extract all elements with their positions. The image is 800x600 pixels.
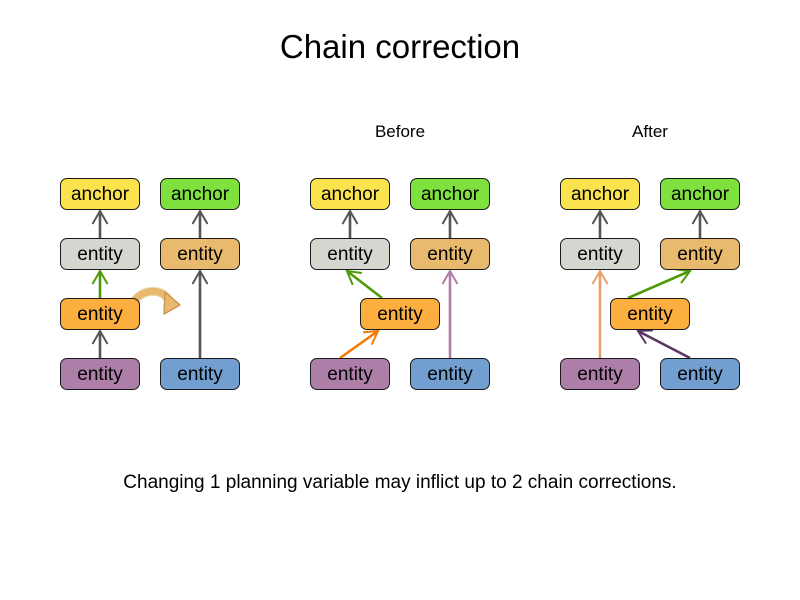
group-after-edges	[591, 208, 709, 360]
edge-tan-to-green-anchor	[441, 208, 459, 238]
arrowhead-icon	[441, 208, 459, 225]
node-label: entity	[177, 243, 223, 265]
node-label: anchor	[570, 183, 630, 205]
node-label: entity	[427, 243, 473, 265]
edge-grey-to-yellow-anchor	[91, 208, 109, 238]
edge-orange-to-grey	[91, 268, 109, 298]
group-before-entity-tan[interactable]: entity	[410, 238, 490, 270]
edge-orange-to-grey	[345, 269, 383, 300]
arrowhead-icon	[591, 268, 609, 285]
edge-grey-to-yellow-anchor	[591, 208, 609, 238]
edge-purple-to-orange	[91, 328, 109, 358]
arrowhead-icon	[91, 268, 109, 285]
edge-purple-to-grey	[591, 268, 609, 358]
node-label: entity	[677, 243, 723, 265]
node-label: anchor	[420, 183, 480, 205]
node-label: entity	[427, 363, 473, 385]
group-initial-edges	[91, 208, 209, 358]
group-before-entity-grey[interactable]: entity	[310, 238, 390, 270]
group-before-entity-purple[interactable]: entity	[310, 358, 390, 390]
node-label: anchor	[70, 183, 130, 205]
group-after-entity-blue[interactable]: entity	[660, 358, 740, 390]
group-after-anchor-green[interactable]: anchor	[660, 178, 740, 210]
group-initial-entity-grey[interactable]: entity	[60, 238, 140, 270]
arrowhead-icon	[163, 291, 181, 315]
arrowhead-icon	[345, 269, 363, 286]
node-label: entity	[677, 363, 723, 385]
group-after-entity-grey[interactable]: entity	[560, 238, 640, 270]
node-label: anchor	[170, 183, 230, 205]
group-before-entity-orange[interactable]: entity	[360, 298, 440, 330]
node-label: entity	[627, 303, 673, 325]
edge-tan-to-green-anchor	[191, 208, 209, 238]
edge-tan-to-green-anchor	[691, 208, 709, 238]
group-before-label: Before	[374, 122, 426, 141]
node-label: entity	[577, 363, 623, 385]
group-initial-entity-orange[interactable]: entity	[60, 298, 140, 330]
arrowhead-icon	[91, 208, 109, 225]
node-label: entity	[327, 363, 373, 385]
arrowhead-icon	[91, 328, 109, 345]
edge-orange-to-tan	[627, 268, 692, 300]
arrowhead-icon	[591, 208, 609, 225]
node-label: entity	[77, 303, 123, 325]
group-before-anchor-green[interactable]: anchor	[410, 178, 490, 210]
node-label: entity	[377, 303, 423, 325]
arrowhead-icon	[362, 329, 380, 346]
group-after-label: After	[632, 122, 668, 141]
group-initial-anchor-yellow[interactable]: anchor	[60, 178, 140, 210]
group-before-anchor-yellow[interactable]: anchor	[310, 178, 390, 210]
node-label: entity	[77, 243, 123, 265]
edge-blue-to-tan	[191, 268, 209, 358]
caption-text: Changing 1 planning variable may inflict…	[123, 472, 677, 493]
arrowhead-icon	[441, 268, 459, 285]
group-after-entity-purple[interactable]: entity	[560, 358, 640, 390]
arrowhead-icon	[191, 268, 209, 285]
group-before-entity-blue[interactable]: entity	[410, 358, 490, 390]
group-after-entity-orange[interactable]: entity	[610, 298, 690, 330]
node-label: anchor	[320, 183, 380, 205]
node-label: anchor	[670, 183, 730, 205]
arrowhead-icon	[191, 208, 209, 225]
edge-purple-to-orange	[339, 329, 380, 360]
group-after-anchor-yellow[interactable]: anchor	[560, 178, 640, 210]
group-initial-entity-tan[interactable]: entity	[160, 238, 240, 270]
group-before-edges	[339, 208, 459, 360]
page-title: Chain correction	[279, 28, 521, 65]
node-label: entity	[327, 243, 373, 265]
node-label: entity	[577, 243, 623, 265]
edge-blue-to-tan	[441, 268, 459, 358]
node-label: entity	[77, 363, 123, 385]
arrowhead-icon	[341, 208, 359, 225]
group-initial-entity-purple[interactable]: entity	[60, 358, 140, 390]
node-label: entity	[177, 363, 223, 385]
group-initial-anchor-green[interactable]: anchor	[160, 178, 240, 210]
arrowhead-icon	[691, 208, 709, 225]
arrowhead-icon	[636, 329, 654, 345]
group-initial-entity-blue[interactable]: entity	[160, 358, 240, 390]
group-after-entity-tan[interactable]: entity	[660, 238, 740, 270]
edge-blue-to-orange	[636, 329, 691, 360]
edge-grey-to-yellow-anchor	[341, 208, 359, 238]
